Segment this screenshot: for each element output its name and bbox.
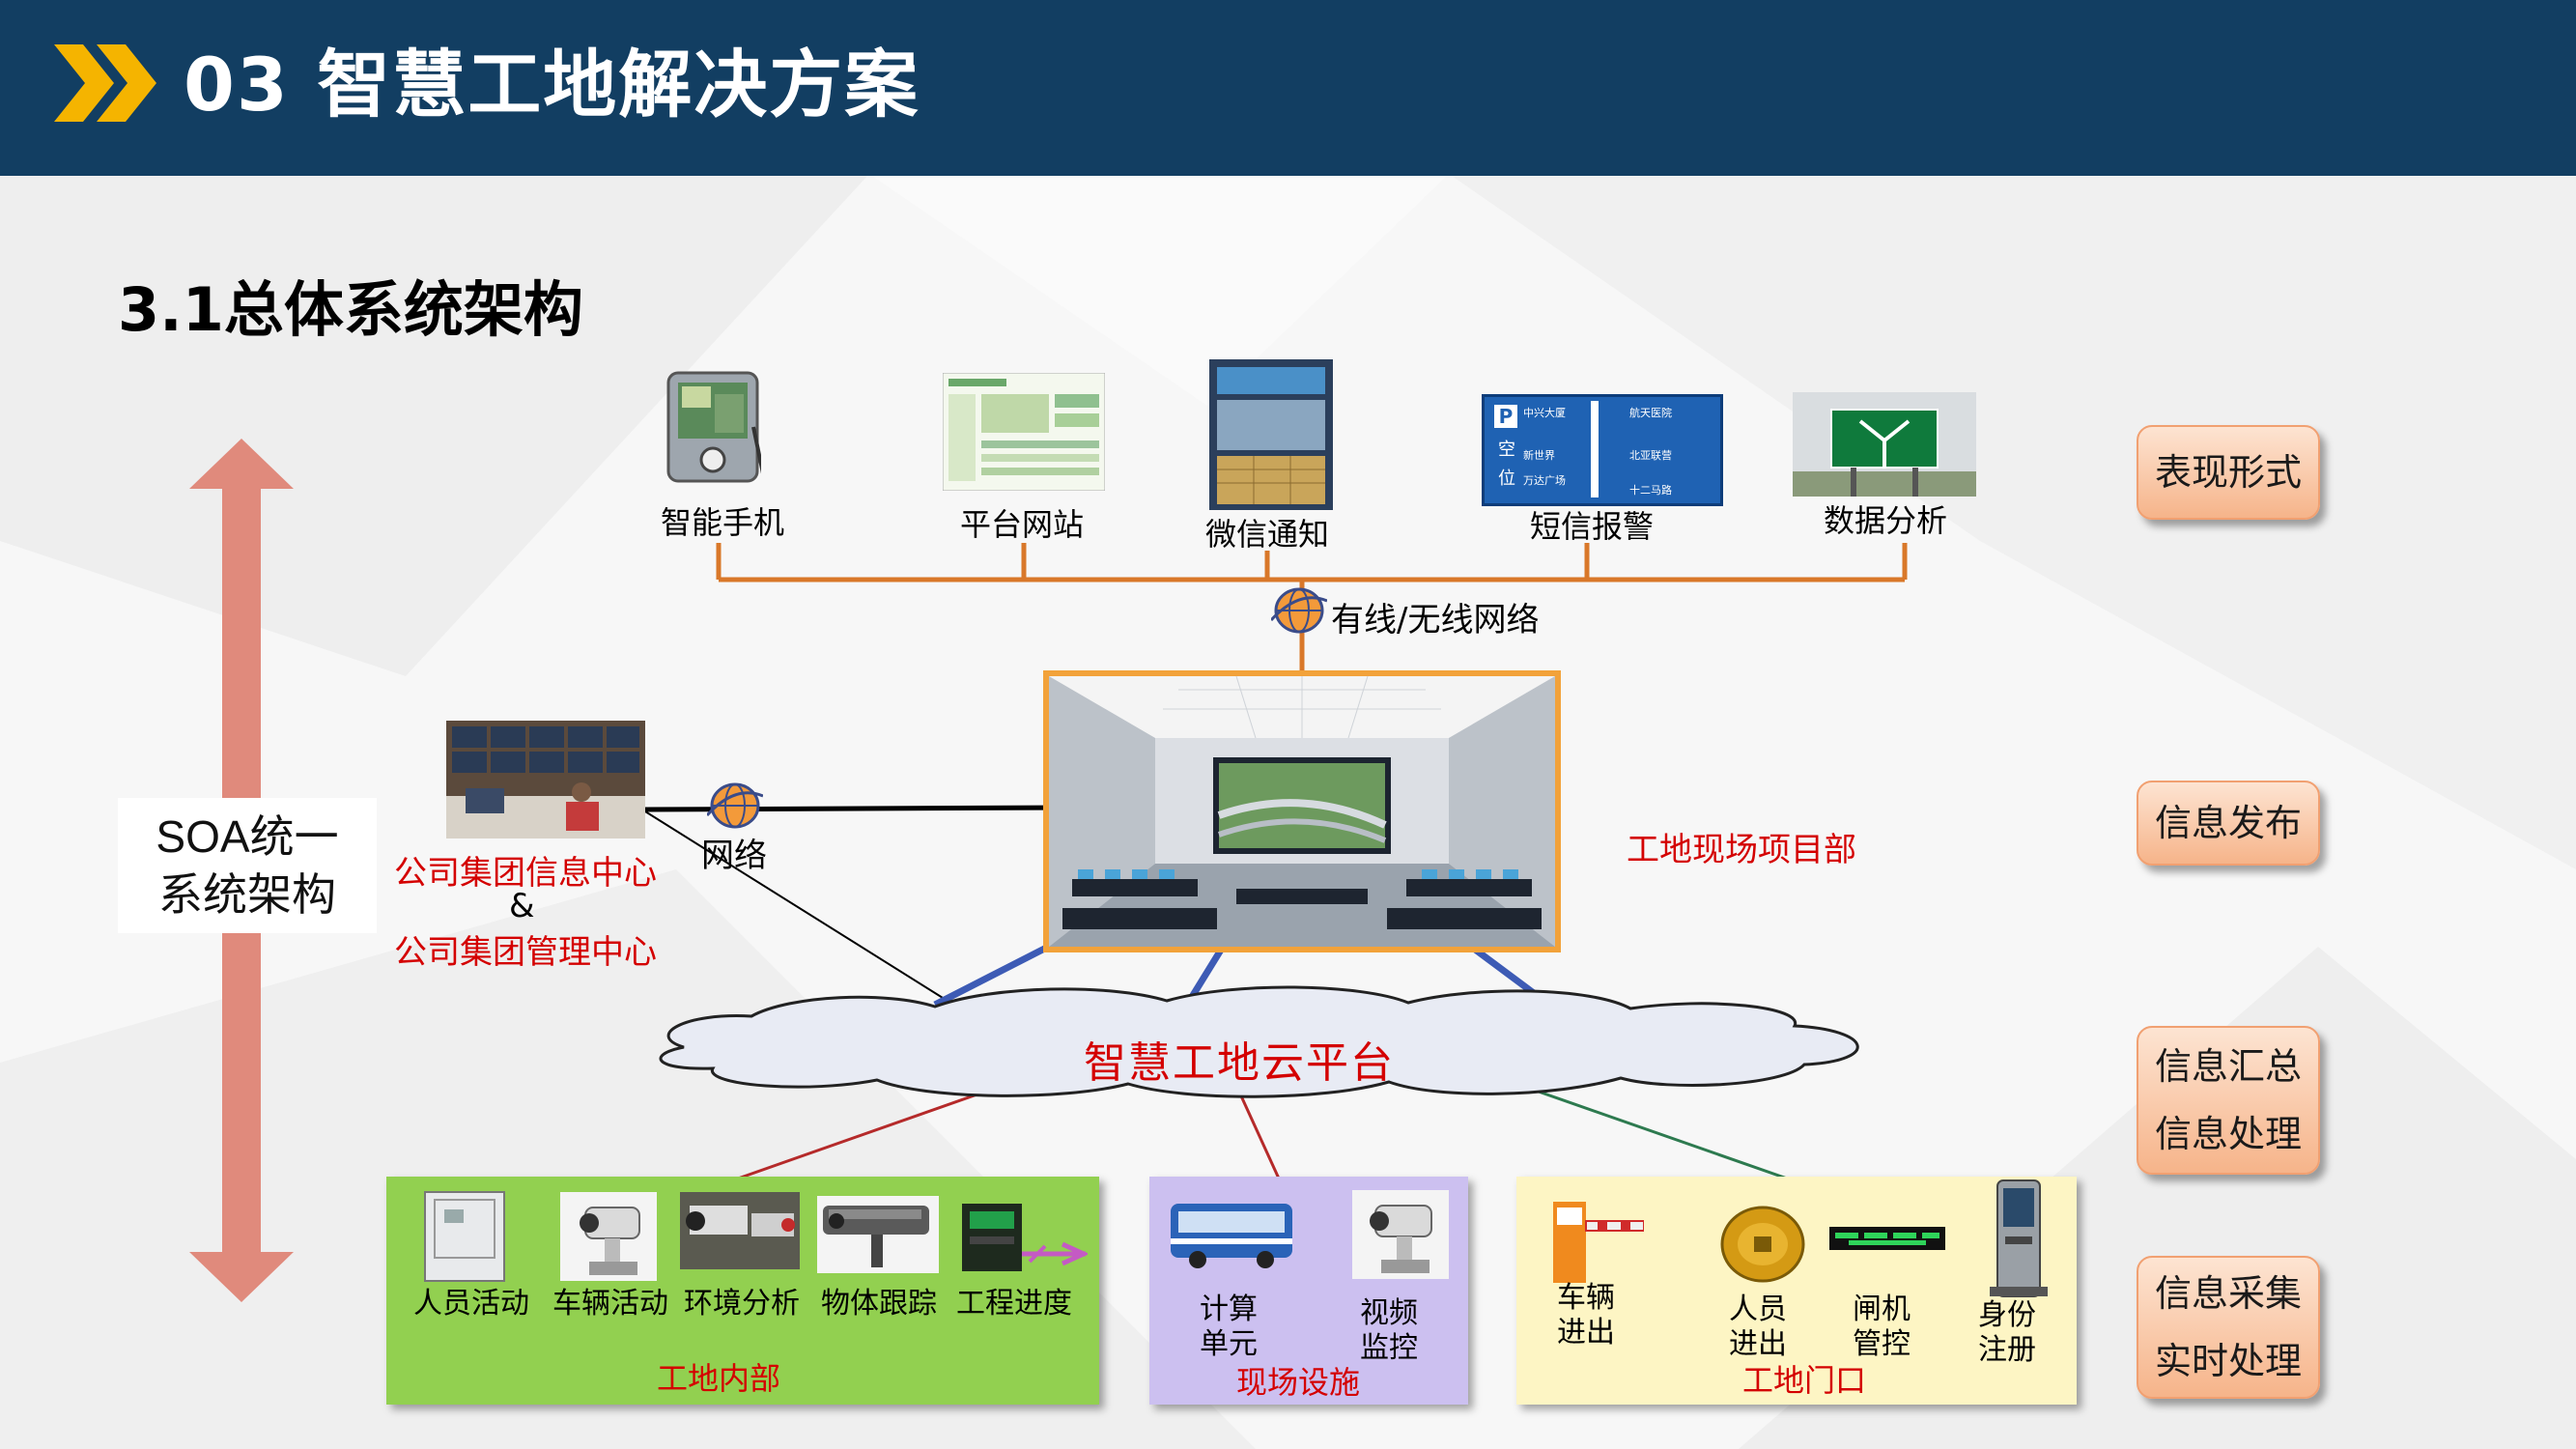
device-label-smartphone: 智能手机 <box>660 504 784 541</box>
cloud-facilities-link <box>1236 1089 1281 1179</box>
layer-publish-text: 信息发布 <box>2154 802 2302 844</box>
gate-vehicle-line2: 进出 <box>1557 1316 1615 1350</box>
center-cloud-link <box>644 810 967 1013</box>
parking-road-line <box>1591 401 1599 497</box>
panel-site-facilities-title: 现场设施 <box>1236 1364 1361 1401</box>
device-label-data-analysis: 数据分析 <box>1823 502 1947 539</box>
facility-video-line1: 视频 <box>1360 1296 1418 1330</box>
gate-identity-line2: 注册 <box>1978 1333 2036 1367</box>
parking-row-1: 中兴大厦 <box>1523 407 1566 419</box>
gate-turnstile-line1: 闸机 <box>1853 1293 1911 1326</box>
panel-site-interior-title: 工地内部 <box>657 1360 781 1397</box>
facility-compute-line2: 单元 <box>1200 1327 1258 1361</box>
gate-person-line1: 人员 <box>1729 1293 1787 1326</box>
parking-row-6: 十二马路 <box>1629 484 1672 497</box>
highway-sign-icon <box>1793 392 1976 500</box>
bus-icon <box>1171 1204 1292 1268</box>
soa-line-1: SOA统一 <box>156 811 339 862</box>
ptz-camera-icon <box>560 1192 657 1281</box>
soa-line-2: 系统架构 <box>158 869 336 920</box>
company-ampersand: & <box>509 887 535 925</box>
gate-vehicle-line1: 车辆 <box>1557 1281 1615 1315</box>
layer-box-aggregation: 信息汇总 信息处理 <box>2137 1026 2320 1175</box>
panel-site-gate: 车辆 进出 人员 进出 闸机 管控 身份 注册 工地门口 <box>1516 1177 2077 1405</box>
network-label: 网络 <box>701 837 767 875</box>
dome-camera-icon <box>1352 1190 1449 1279</box>
security-camera-icon <box>680 1192 800 1269</box>
header-bar: 03 智慧工地解决方案 <box>0 0 2576 176</box>
card-reader-icon <box>1720 1206 1805 1283</box>
parking-row-4: 北亚联营 <box>1629 449 1672 462</box>
interior-item-environment: 环境分析 <box>684 1287 800 1321</box>
layer-aggregation-text-2: 信息处理 <box>2154 1113 2302 1155</box>
layer-aggregation-text-1: 信息汇总 <box>2154 1045 2302 1088</box>
control-center-photo <box>446 721 645 842</box>
cloud-inside-link <box>737 1090 986 1180</box>
panel-site-interior: 人员活动 车辆活动 环境分析 物体跟踪 工程进度 工地内部 <box>386 1177 1099 1405</box>
cloud-platform-shape <box>659 985 1859 1098</box>
cloud-platform-label: 智慧工地云平台 <box>1084 1038 1395 1088</box>
interior-item-progress: 工程进度 <box>956 1287 1072 1321</box>
website-icon <box>942 372 1106 495</box>
wired-wireless-network-label: 有线/无线网络 <box>1331 601 1540 639</box>
barrier-gate-icon <box>1553 1202 1644 1283</box>
layer-box-collection: 信息采集 实时处理 <box>2137 1256 2320 1399</box>
gate-turnstile-line2: 管控 <box>1853 1327 1911 1361</box>
site-project-dept-label: 工地现场项目部 <box>1627 831 1856 869</box>
parking-row-5: 万达广场 <box>1523 474 1566 487</box>
interior-item-personnel: 人员活动 <box>413 1287 529 1321</box>
device-label-website: 平台网站 <box>959 506 1084 543</box>
globe-network-icon-2 <box>707 782 763 829</box>
panel-site-gate-title: 工地门口 <box>1742 1362 1867 1399</box>
double-chevron-icon <box>54 44 156 122</box>
facility-compute-line1: 计算 <box>1200 1293 1258 1326</box>
parking-vacancy-text: 空位 <box>1498 440 1515 489</box>
kiosk-icon <box>1990 1179 2048 1297</box>
gate-person-line2: 进出 <box>1729 1327 1787 1361</box>
parking-p-icon: P <box>1494 405 1517 428</box>
panel-site-facilities: 计算 单元 视频 监控 现场设施 <box>1149 1177 1468 1405</box>
page-title: 03 智慧工地解决方案 <box>184 42 920 128</box>
parking-row-3: 新世界 <box>1523 449 1555 462</box>
layer-collection-text-1: 信息采集 <box>2154 1272 2302 1315</box>
company-info-center-label: 公司集团信息中心 <box>394 854 657 893</box>
layer-box-presentation: 表现形式 <box>2137 425 2320 520</box>
bullet-camera-icon <box>817 1196 939 1273</box>
smartphone-icon <box>665 369 767 491</box>
parking-row-2: 航天医院 <box>1629 407 1672 419</box>
device-label-wechat: 微信通知 <box>1204 516 1329 553</box>
led-display-icon <box>1829 1227 1945 1250</box>
layer-collection-text-2: 实时处理 <box>2154 1340 2302 1382</box>
device-label-sms: 短信报警 <box>1529 508 1654 545</box>
soa-architecture-box: SOA统一 系统架构 <box>118 798 377 933</box>
layer-box-publish: 信息发布 <box>2137 781 2320 866</box>
company-management-center-label: 公司集团管理中心 <box>394 933 657 972</box>
site-control-room-photo <box>1043 670 1561 956</box>
wechat-screen-icon <box>1209 359 1333 514</box>
section-title: 3.1总体系统架构 <box>118 274 583 345</box>
cloud-gate-link <box>1515 1082 1794 1182</box>
interior-item-tracking: 物体跟踪 <box>821 1287 937 1321</box>
meter-box-icon <box>962 1204 1088 1271</box>
gate-identity-line1: 身份 <box>1978 1298 2036 1332</box>
cabinet-icon <box>424 1191 505 1282</box>
interior-item-vehicles: 车辆活动 <box>552 1287 668 1321</box>
layer-presentation-text: 表现形式 <box>2154 451 2302 494</box>
facility-video-line2: 监控 <box>1360 1331 1418 1365</box>
globe-network-icon <box>1271 587 1327 634</box>
parking-sign-icon: P 空位 中兴大厦 航天医院 新世界 北亚联营 万达广场 十二马路 <box>1482 394 1723 506</box>
